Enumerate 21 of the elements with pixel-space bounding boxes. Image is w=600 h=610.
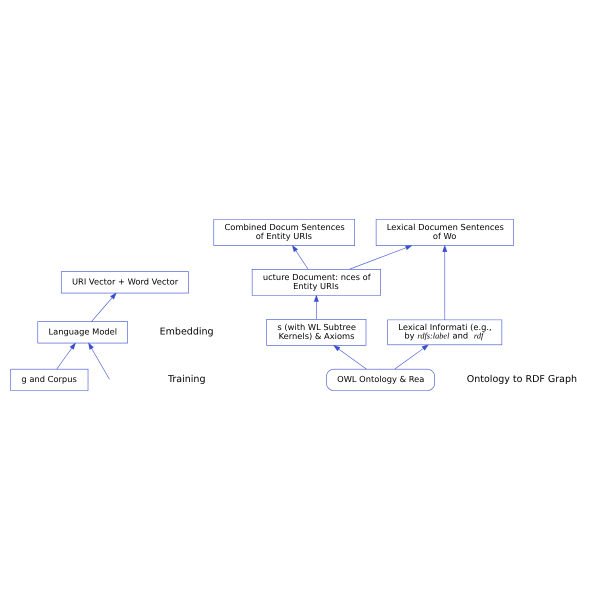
node-box: Lexical Documen Sentences of Wo xyxy=(376,219,514,246)
arrow xyxy=(442,244,448,320)
arrow xyxy=(333,345,367,370)
label: Ontology to RDF Graph xyxy=(466,374,578,386)
arrow xyxy=(56,342,76,370)
arrow xyxy=(348,245,413,270)
node-box: URI Vector + Word Vector xyxy=(60,271,189,294)
node-box: OWL Ontology & Rea xyxy=(326,368,435,391)
node-box: s (with WL Subtree Kernels) & Axioms xyxy=(266,318,366,346)
arrow xyxy=(394,344,429,370)
arrow xyxy=(88,342,110,380)
label: Training xyxy=(168,374,206,386)
label: Embedding xyxy=(160,326,214,338)
node-box: Combined Docum Sentences of Entity URIs xyxy=(213,219,355,246)
node-box: g and Corpus xyxy=(10,368,88,391)
node-box: ucture Document: nces of Entity URIs xyxy=(252,269,381,296)
node-box: Language Model xyxy=(37,321,128,344)
arrow xyxy=(292,244,308,270)
arrow xyxy=(314,294,319,320)
arrow xyxy=(91,292,117,322)
node-box: Lexical Informati (e.g., by rdfs:label and rdf xyxy=(387,320,502,346)
